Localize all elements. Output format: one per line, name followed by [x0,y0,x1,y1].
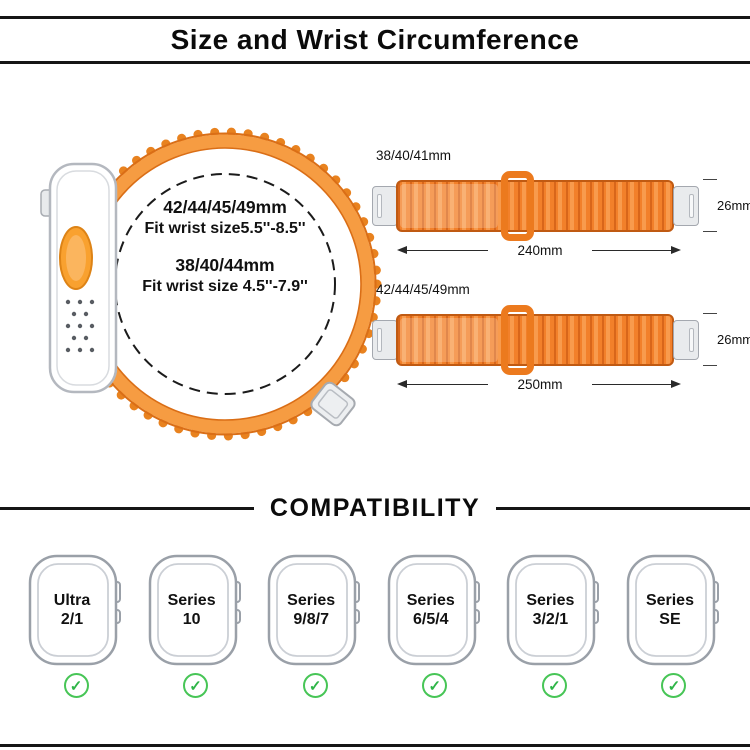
watch-outline-icon [267,554,361,666]
check-icon: ✓ [183,673,209,698]
compatibility-title: COMPATIBILITY [269,494,481,522]
watch-outline-icon [28,554,121,666]
model-label: Series SE [624,552,716,668]
band-buckle [501,305,534,375]
model-card-series-se: Series SE ✓ [622,552,726,698]
width-tick-top [703,313,717,314]
watch-outline: Series 6/5/4 [385,552,485,668]
model-name-line2: 9/8/7 [293,611,329,628]
arrow-left-icon [397,246,407,254]
watch-loop-illustration [12,88,392,490]
watch-outline: Series 9/8/7 [265,552,365,668]
band-buckle [501,171,534,241]
model-card-series321: Series 3/2/1 ✓ [502,552,606,698]
title-underline [0,61,750,64]
watch-outline-icon [626,554,719,666]
loop-fit-large: Fit wrist size5.5''-8.5'' [144,220,306,237]
band-size-label: 38/40/41mm [376,148,452,163]
band-fold-highlight [400,318,498,362]
lug-slot [689,194,694,218]
speaker-grille [65,299,95,353]
watch-outline: Ultra 2/1 [26,552,126,668]
band-width-label: 26mm [717,332,750,347]
page-title: Size and Wrist Circumference [170,24,580,55]
band-lug-left [372,186,398,226]
lug-slot [377,194,382,218]
band-diagram-small: 38/40/41mm 26mm 240mm [370,148,750,270]
check-icon: ✓ [422,673,448,698]
divider-line-left [0,507,254,510]
model-label: Series 9/8/7 [265,552,357,668]
check-icon: ✓ [63,673,89,698]
band-length-label: 250mm [488,376,592,393]
check-icon: ✓ [541,673,567,698]
bottom-divider [0,744,750,747]
band-strap [396,180,674,232]
watch-outline: Series SE [624,552,724,668]
watch-case [40,162,118,394]
top-divider [0,16,750,19]
watch-outline-icon [148,554,241,666]
watch-outline: Series 10 [146,552,246,668]
check-icon: ✓ [661,673,687,698]
lug-slot [377,328,382,352]
loop-size-large: 42/44/45/49mm [163,197,287,217]
model-label: Series 10 [146,552,238,668]
check-icon: ✓ [302,673,328,698]
model-label: Series 3/2/1 [504,552,596,668]
lug-slot [689,328,694,352]
arrow-left-icon [397,380,407,388]
band-width-label: 26mm [717,198,750,213]
loop-fit-small: Fit wrist size 4.5''-7.9'' [142,278,308,295]
arrow-right-icon [671,246,681,254]
model-name-line1: Ultra [53,592,91,609]
width-tick-bottom [703,365,717,366]
model-name-line1: Series [167,592,216,609]
model-card-series10: Series 10 ✓ [144,552,248,698]
model-card-ultra: Ultra 2/1 ✓ [24,552,128,698]
model-name-line1: Series [406,592,455,609]
watch-outline-icon [387,554,480,666]
band-diagram-large: 42/44/45/49mm 26mm 250mm [370,282,750,404]
arrow-right-icon [671,380,681,388]
model-name-line1: Series [645,592,694,609]
compatibility-header: COMPATIBILITY [0,494,750,523]
width-tick-bottom [703,231,717,232]
band-length-label: 240mm [488,242,592,259]
band-lug-left [372,320,398,360]
band-fold-highlight [400,184,498,228]
width-tick-top [703,179,717,180]
divider-line-right [496,507,750,510]
band-lug-right [673,320,699,360]
watch-outline: Series 3/2/1 [504,552,604,668]
model-name-line2: 10 [182,611,201,628]
loop-size-text: 42/44/45/49mm Fit wrist size5.5''-8.5'' … [75,196,375,298]
compatibility-models: Ultra 2/1 ✓ Series 10 ✓ [0,552,750,698]
model-card-series654: Series 6/5/4 ✓ [383,552,487,698]
watch-loop-art [40,127,382,441]
watch-outline-icon [507,554,600,666]
model-name-line2: 3/2/1 [532,611,569,628]
loop-hook-buckle [310,381,356,427]
band-size-label: 42/44/45/49mm [376,282,470,297]
model-label: Ultra 2/1 [26,552,118,668]
model-name-line2: SE [659,611,681,628]
model-name-line2: 6/5/4 [412,611,449,628]
model-name-line1: Series [526,592,575,609]
loop-scallop-edge [68,127,382,441]
model-label: Series 6/5/4 [385,552,477,668]
band-lug-right [673,186,699,226]
model-card-series987: Series 9/8/7 ✓ [263,552,367,698]
loop-size-small: 38/40/44mm [175,255,275,275]
model-name-line1: Series [287,592,336,609]
band-strap [396,314,674,366]
model-name-line2: 2/1 [60,611,84,628]
